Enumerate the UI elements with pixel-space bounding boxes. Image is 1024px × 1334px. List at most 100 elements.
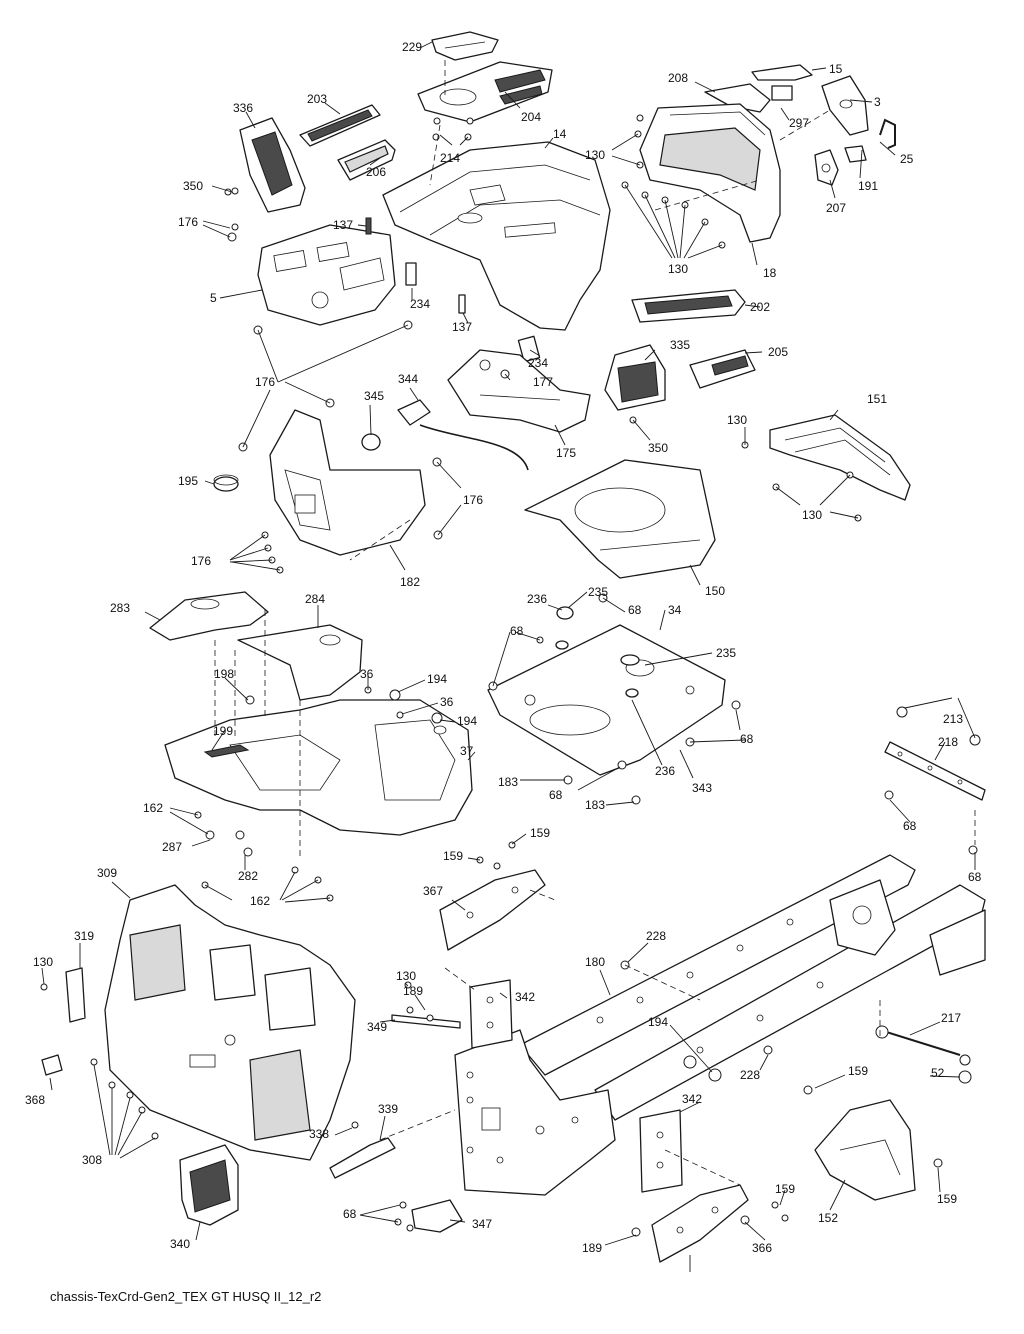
callout-label: 229 — [402, 40, 422, 54]
callout-label: 159 — [937, 1192, 957, 1206]
callout-label: 68 — [903, 819, 917, 833]
callout-label: 177 — [533, 375, 553, 389]
part-335-side-panel — [604, 344, 666, 411]
callout-label: 342 — [515, 990, 535, 1004]
callout-label: 283 — [110, 601, 130, 615]
callout-label: 336 — [233, 101, 253, 115]
part-14-hood — [382, 141, 611, 331]
callout-label: 159 — [775, 1182, 795, 1196]
part-152-mount — [814, 1099, 916, 1201]
callout-label: 176 — [463, 493, 483, 507]
callout-label: 368 — [25, 1093, 45, 1107]
part-15-strip — [751, 64, 813, 81]
callout-label: 207 — [826, 201, 846, 215]
callout-label: 204 — [521, 110, 541, 124]
callout-label: 206 — [366, 165, 386, 179]
part-309-rear-panel — [104, 884, 356, 1161]
callout-label: 234 — [528, 356, 548, 370]
part-191-clip — [844, 145, 867, 163]
assembly-lines — [214, 60, 976, 1186]
part-34-mounting-plate — [487, 624, 726, 776]
part-236-bushing — [555, 640, 639, 698]
callout-label: 339 — [378, 1102, 398, 1116]
callout-label: 176 — [178, 215, 198, 229]
part-207-latch — [814, 149, 839, 186]
callout-label: 15 — [829, 62, 843, 76]
part-37-rear-fender — [164, 699, 473, 836]
callout-label: 162 — [250, 894, 270, 908]
callout-label: 183 — [498, 775, 518, 789]
callout-label: 130 — [668, 262, 688, 276]
part-283-fender-cap — [149, 591, 269, 641]
diagram-footer-label: chassis-TexCrd-Gen2_TEX GT HUSQ II_12_r2 — [50, 1289, 322, 1304]
callout-label: 319 — [74, 929, 94, 943]
callout-label: 130 — [396, 969, 416, 983]
callout-label: 228 — [646, 929, 666, 943]
callout-label: 5 — [210, 291, 217, 305]
callout-label: 176 — [191, 554, 211, 568]
part-182-lower-dash — [269, 409, 426, 556]
callout-label: 350 — [183, 179, 203, 193]
callout-label: 14 — [553, 127, 567, 141]
callout-label: 217 — [941, 1011, 961, 1025]
callout-label: 189 — [582, 1241, 602, 1255]
part-368-cover — [41, 1054, 63, 1076]
part-137-decal — [365, 217, 466, 314]
callout-label: 68 — [510, 624, 524, 638]
part-203-grille — [299, 104, 381, 147]
callout-label: 34 — [668, 603, 682, 617]
callout-label: 282 — [238, 869, 258, 883]
callout-label: 214 — [440, 151, 460, 165]
callout-label: 213 — [943, 712, 963, 726]
part-319-trim — [65, 967, 86, 1023]
callout-label: 150 — [705, 584, 725, 598]
part-366-bracket — [651, 1184, 749, 1263]
part-151-bracket — [769, 414, 911, 501]
part-frame-rear-plate — [454, 1029, 616, 1196]
callout-label: 198 — [214, 667, 234, 681]
callout-label: 344 — [398, 372, 418, 386]
part-336-side-panel — [239, 117, 306, 213]
callout-label: 68 — [740, 732, 754, 746]
part-339-lever — [329, 1137, 396, 1179]
callout-label: 191 — [858, 179, 878, 193]
part-205-trim — [689, 349, 756, 389]
part-208-bracket — [704, 83, 771, 113]
callout-label: 236 — [527, 592, 547, 606]
callout-label: 36 — [360, 667, 374, 681]
callout-label: 130 — [802, 508, 822, 522]
callout-label: 235 — [716, 646, 736, 660]
callout-label: 52 — [931, 1066, 945, 1080]
callout-label: 208 — [668, 71, 688, 85]
part-5-dash-console — [257, 224, 396, 326]
part-204-hood-panel — [417, 61, 553, 123]
callout-label: 202 — [750, 300, 770, 314]
part-345-cap — [361, 433, 381, 451]
callout-label: 130 — [727, 413, 747, 427]
callout-label: 68 — [343, 1207, 357, 1221]
part-199-decal — [203, 744, 250, 758]
callout-label: 309 — [97, 866, 117, 880]
callout-label: 175 — [556, 446, 576, 460]
part-234-decal — [405, 262, 541, 363]
callout-labels: 229 203 336 204 208 15 3 297 214 14 130 … — [25, 40, 982, 1255]
callout-label: 183 — [585, 798, 605, 812]
callout-label: 228 — [740, 1068, 760, 1082]
part-217-rod — [879, 1029, 961, 1056]
callout-label: 68 — [968, 870, 982, 884]
callout-label: 159 — [848, 1064, 868, 1078]
part-25-hook — [879, 118, 896, 149]
callout-label: 284 — [305, 592, 325, 606]
callout-label: 349 — [367, 1020, 387, 1034]
callout-label: 194 — [457, 714, 477, 728]
callout-label: 218 — [938, 735, 958, 749]
callout-label: 347 — [472, 1217, 492, 1231]
callout-label: 176 — [255, 375, 275, 389]
callout-label: 162 — [143, 801, 163, 815]
callout-label: 182 — [400, 575, 420, 589]
callout-label: 287 — [162, 840, 182, 854]
callout-label: 68 — [549, 788, 563, 802]
part-347-bracket — [411, 1199, 463, 1233]
callout-label: 137 — [452, 320, 472, 334]
callout-label: 297 — [789, 116, 809, 130]
